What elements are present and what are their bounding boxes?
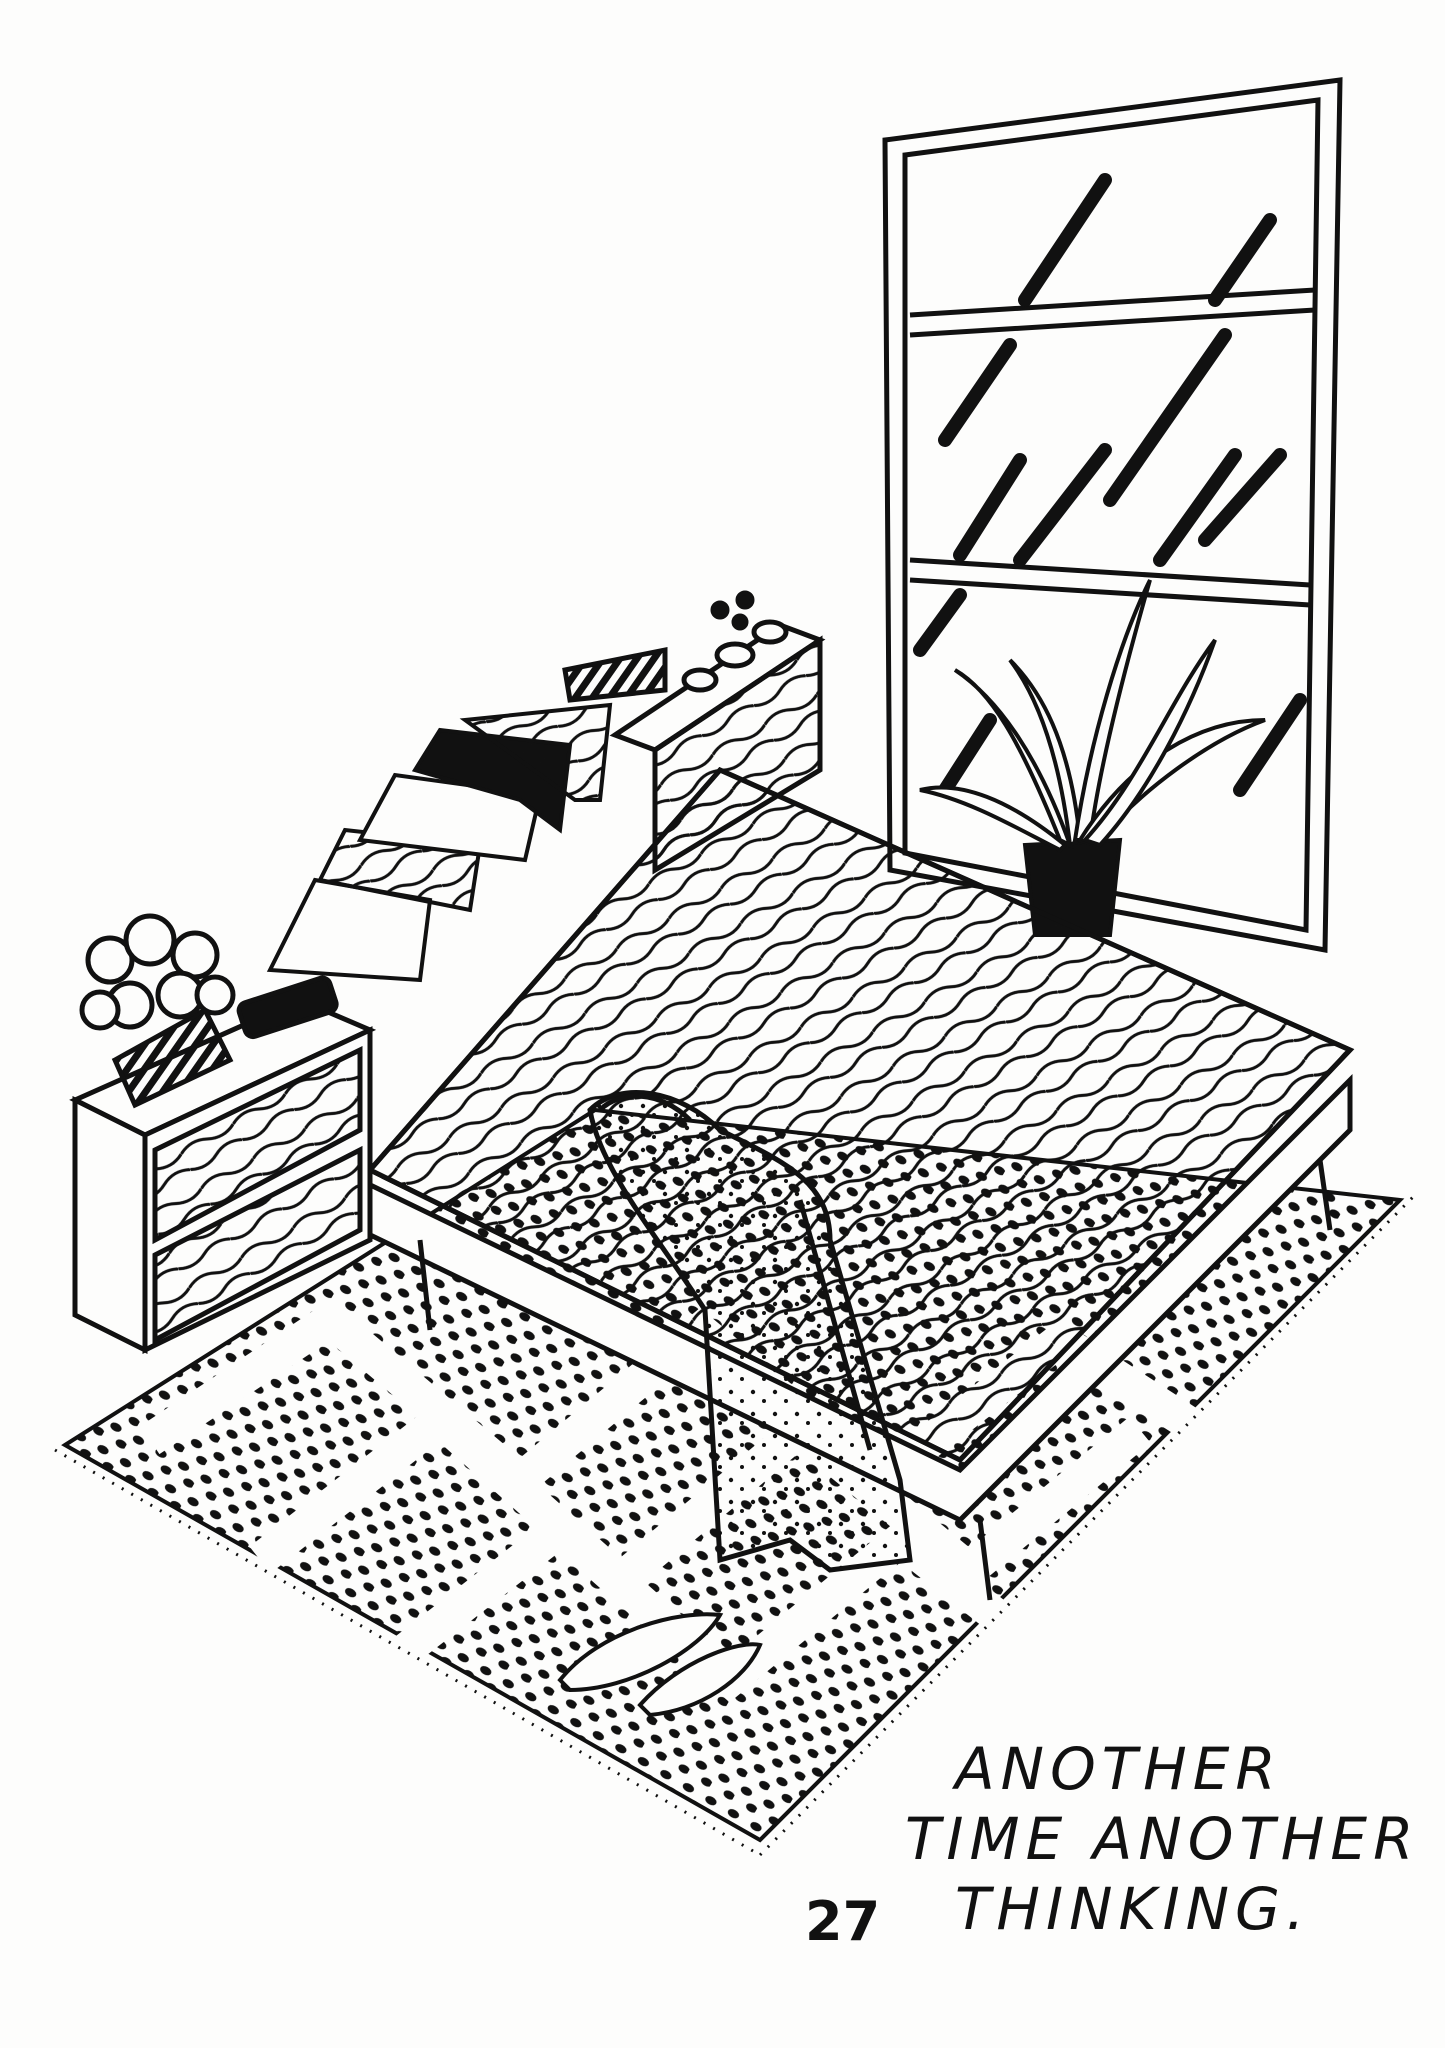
caption-line-1: ANOTHER: [955, 1735, 1282, 1803]
window: [882, 77, 1343, 953]
right-nightstand: [562, 590, 826, 875]
robe: [587, 1090, 913, 1573]
potted-plant: [919, 579, 1266, 937]
bed: [357, 766, 1355, 1601]
caption-line-2: TIME ANOTHER: [905, 1805, 1420, 1873]
page-number: 27: [805, 1890, 881, 1953]
caption-line-3: THINKING.: [955, 1875, 1311, 1943]
slippers: [557, 1612, 763, 1718]
pillows: [266, 702, 613, 983]
rain-streaks: [913, 173, 1307, 797]
left-nightstand: [69, 913, 377, 1355]
